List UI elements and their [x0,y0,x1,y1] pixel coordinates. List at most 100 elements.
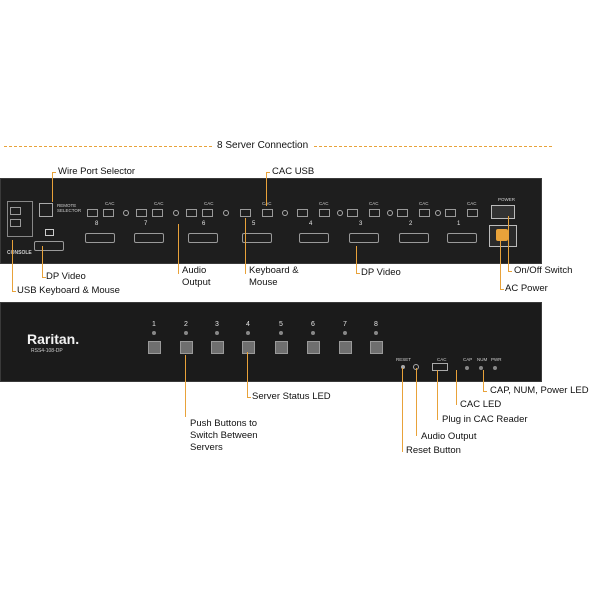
cac-usb-port [369,209,380,217]
server-status-led [343,331,347,335]
usb-port [240,209,251,217]
leader-line [483,370,484,392]
server-button-4[interactable] [242,341,255,354]
leader-line [356,246,357,274]
server-slot-7: CAC 7 [134,199,190,251]
leader-line [178,224,179,274]
leader-line [266,172,270,173]
slot-number: 5 [252,221,256,227]
reset-button[interactable] [401,365,405,369]
leader-line [52,172,53,202]
button-number: 2 [184,321,188,328]
audio-jack [223,210,229,216]
server-button-6[interactable] [307,341,320,354]
keyboard-mouse-rear-label: Keyboard & Mouse [249,265,299,288]
reset-text: RESET [396,357,412,362]
rear-panel: CONSOLE REMOTE SELECTOR CAC 8 CAC 7 CAC … [0,178,542,264]
leader-line [247,397,251,398]
cac-label: CAC [204,201,214,206]
cac-label: CAC [319,201,329,206]
leader-line [247,352,248,398]
server-slot-5: CAC 5 [234,199,290,251]
console-block [7,201,33,237]
leader-line [416,368,417,436]
button-number: 7 [343,321,347,328]
dp-video-label-left: DP Video [46,271,86,282]
usb-port [445,209,456,217]
server-status-led [279,331,283,335]
console-monitor-icon [45,229,54,236]
leader-line [52,172,56,173]
usb-port [136,209,147,217]
audio-output-rear-label: Audio Output [182,265,211,288]
audio-jack [282,210,288,216]
cac-usb-port [467,209,478,217]
button-number: 3 [215,321,219,328]
server-status-led [374,331,378,335]
ac-power-label: AC Power [505,283,548,294]
dp-port [134,233,164,243]
server-slot-1: CAC 1 [439,199,495,251]
server-slot-2: CAC 2 [391,199,447,251]
dp-port [349,233,379,243]
audio-jack [337,210,343,216]
button-number: 5 [279,321,283,328]
brand-logo: Raritan. [27,331,80,347]
leader-line [402,368,403,452]
slot-number: 4 [309,221,313,227]
leader-line [356,273,360,274]
power-switch[interactable] [491,205,515,219]
slot-number: 6 [202,221,206,227]
cap-led [465,366,469,370]
server-button-8[interactable] [370,341,383,354]
cac-label: CAC [154,201,164,206]
console-label: CONSOLE [7,250,32,256]
usb-port [297,209,308,217]
cac-label: CAC [467,201,477,206]
leader-line [42,277,46,278]
leader-line [483,391,487,392]
pwr-led [493,366,497,370]
server-button-1[interactable] [148,341,161,354]
cac-usb-port [319,209,330,217]
console-dp-port [34,241,64,251]
cac-label: CAC [105,201,115,206]
ac-power-socket [496,229,508,241]
leader-line [42,246,43,278]
dp-port [447,233,477,243]
server-slot-3: CAC 3 [341,199,397,251]
cap-num-power-led-label: CAP, NUM, Power LED [490,385,589,396]
leader-line [500,289,504,290]
leader-line [266,172,267,206]
cac-led-label: CAC LED [460,399,502,410]
dp-port [399,233,429,243]
server-button-5[interactable] [275,341,288,354]
cap-text: CAP [463,357,473,362]
power-label: POWER [498,197,516,202]
slot-number: 2 [409,221,413,227]
audio-jack [387,210,393,216]
button-number: 6 [311,321,315,328]
audio-jack [173,210,179,216]
console-usb-port [10,219,21,227]
usb-port [397,209,408,217]
cac-label: CAC [369,201,379,206]
leader-line [500,238,501,290]
onoff-switch-label: On/Off Switch [514,265,573,276]
cac-usb-port [262,209,273,217]
audio-jack [123,210,129,216]
pwr-text: PWR [491,357,502,362]
button-number: 4 [246,321,250,328]
dp-port [188,233,218,243]
cac-label: CAC [419,201,429,206]
server-button-3[interactable] [211,341,224,354]
leader-line [456,370,457,405]
server-button-7[interactable] [339,341,352,354]
usb-port [87,209,98,217]
slot-number: 8 [95,221,99,227]
leader-line [508,216,509,272]
server-button-2[interactable] [180,341,193,354]
console-usb-port [10,207,21,215]
cac-usb-port [103,209,114,217]
leader-line [12,291,16,292]
